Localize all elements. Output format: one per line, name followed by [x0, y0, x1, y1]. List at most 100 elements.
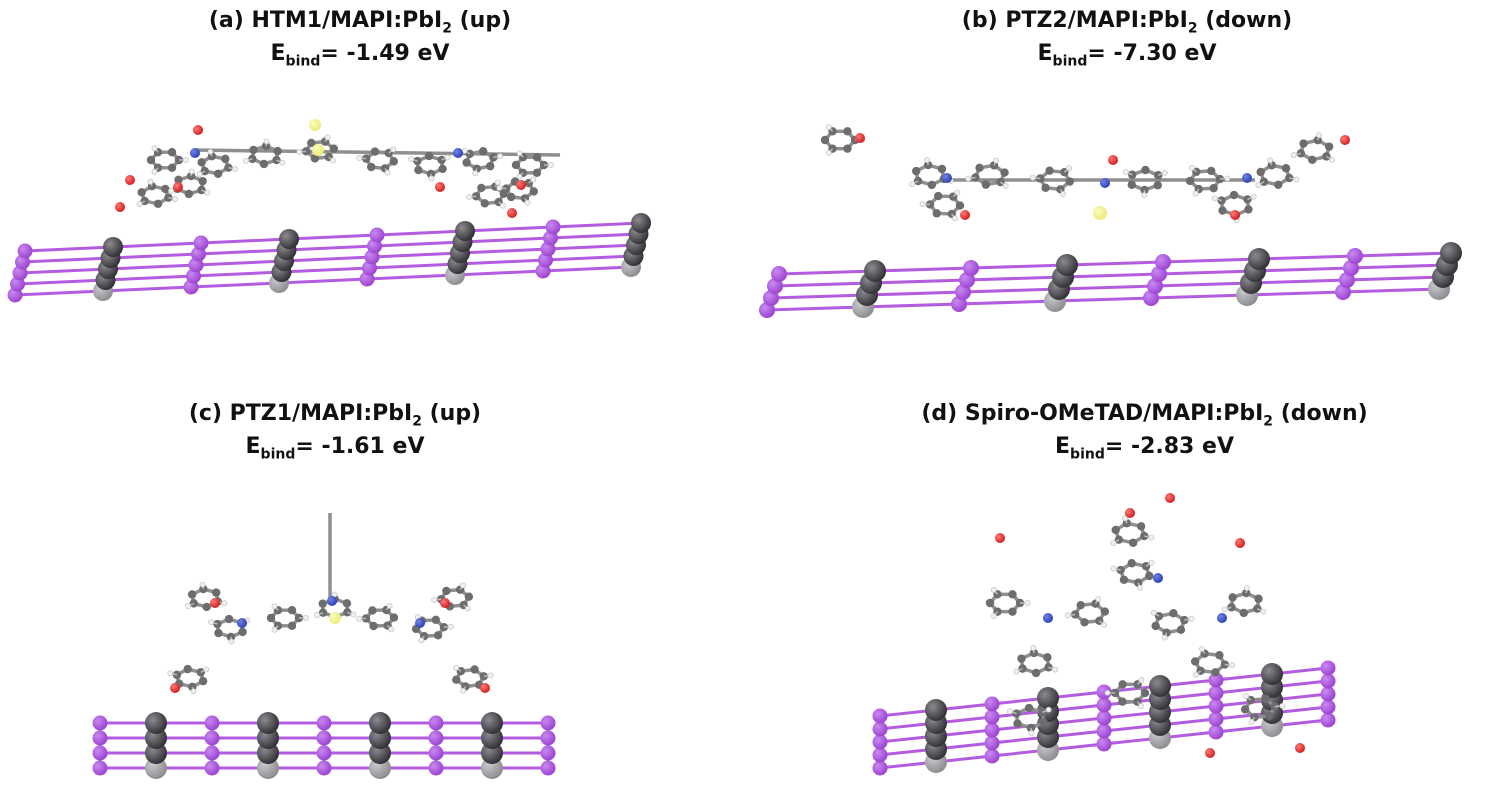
sulfur-atom	[329, 612, 341, 624]
lattice-bond	[962, 287, 1060, 294]
lattice-bond	[107, 263, 197, 271]
lattice-bond	[1154, 281, 1252, 288]
carbon-atom	[167, 148, 177, 157]
iodine-atom	[872, 721, 888, 737]
carbon-atom	[1228, 593, 1237, 602]
carbon-atom	[1127, 559, 1136, 568]
hydrogen-atom	[136, 201, 143, 208]
carbon-atom	[1265, 711, 1274, 721]
hydrogen-atom	[168, 187, 174, 194]
hydrogen-atom	[185, 603, 192, 609]
panel-a-structure	[7, 119, 651, 303]
hydrogen-atom	[1161, 634, 1168, 641]
carbon-atom	[1215, 174, 1225, 184]
hydrogen-atom	[1029, 174, 1036, 181]
lattice-bond	[1162, 257, 1260, 264]
hydrogen-atom	[183, 157, 189, 163]
hydrogen-atom	[356, 615, 362, 622]
oxygen-atom	[995, 533, 1005, 543]
hydrogen-atom	[909, 181, 915, 187]
iodine-atom	[92, 715, 108, 731]
carbon-atom	[389, 613, 399, 622]
carbon-atom	[1029, 648, 1039, 658]
iodine-atom	[428, 715, 444, 731]
oxygen-atom	[855, 133, 865, 143]
oxygen-atom	[1165, 493, 1175, 503]
carbon-atom	[307, 138, 316, 148]
hydrogen-atom	[1260, 608, 1267, 615]
hydrogen-atom	[1229, 662, 1236, 669]
carbon-atom	[1043, 653, 1052, 662]
hydrogen-atom	[459, 582, 466, 589]
carbon-atom	[1154, 171, 1163, 180]
lattice-bond	[1150, 293, 1248, 300]
lattice-bond	[17, 278, 106, 286]
carbon-atom	[1240, 705, 1250, 714]
lattice-bond	[1354, 251, 1452, 258]
carbon-atom	[167, 163, 177, 172]
carbon-atom	[212, 588, 221, 597]
hydrogen-atom	[172, 196, 178, 202]
carbon-atom	[981, 180, 991, 189]
carbon-atom	[1041, 183, 1050, 192]
panel-a: (a) HTM1/MAPI:PbI2 (up) Ebind= -1.49 eV	[0, 0, 720, 380]
carbon-atom	[1008, 607, 1017, 616]
iodine-atom	[316, 715, 332, 731]
lattice-bond	[19, 267, 109, 275]
oxygen-atom	[435, 182, 445, 192]
iodine-atom	[540, 730, 556, 746]
lattice-bond	[870, 278, 968, 285]
hydrogen-atom	[228, 638, 235, 645]
panel-b-structure	[759, 124, 1462, 318]
nitrogen-atom	[1217, 613, 1227, 623]
iodine-atom	[1096, 710, 1112, 726]
carbon-atom	[477, 183, 486, 193]
carbon-atom	[414, 165, 423, 175]
carbon-atom	[955, 201, 965, 210]
lattice-bond	[281, 266, 370, 274]
hydrogen-atom	[1290, 152, 1297, 158]
carbon-atom	[1281, 164, 1291, 173]
hydrogen-atom	[1148, 534, 1155, 541]
hydrogen-atom	[1028, 730, 1035, 736]
carbon-atom	[248, 154, 257, 164]
hydrogen-atom	[1006, 708, 1013, 715]
carbon-atom	[198, 676, 208, 686]
carbon-atom	[370, 147, 380, 156]
iodine-atom	[984, 696, 1000, 712]
lattice-bond	[1246, 290, 1344, 297]
hydrogen-atom	[497, 153, 503, 159]
lattice-bond	[454, 269, 544, 277]
carbon-atom	[1008, 590, 1017, 599]
iodine-atom	[1320, 686, 1336, 702]
carbon-atom	[433, 631, 443, 640]
hydrogen-atom	[271, 603, 278, 610]
carbon-atom	[923, 160, 933, 170]
hydrogen-atom	[271, 626, 278, 633]
hydrogen-atom	[263, 138, 270, 145]
lattice-bond	[464, 225, 554, 233]
hydrogen-atom	[204, 189, 211, 196]
carbon-atom	[184, 189, 194, 199]
carbon-atom	[820, 135, 830, 145]
carbon-atom	[1076, 600, 1085, 610]
oxygen-atom	[440, 598, 450, 608]
carbon-atom	[1215, 651, 1224, 660]
lattice-bond	[778, 269, 876, 276]
oxygen-atom	[1125, 508, 1135, 518]
carbon-atom	[1018, 664, 1027, 673]
hydrogen-atom	[203, 666, 210, 673]
carbon-atom	[1270, 702, 1280, 711]
carbon-atom	[1256, 167, 1265, 177]
lattice-bond	[1062, 272, 1160, 279]
hydrogen-atom	[1243, 693, 1250, 700]
nitrogen-atom	[1043, 613, 1053, 623]
carbon-atom	[342, 599, 352, 608]
lattice-bond	[22, 256, 111, 264]
lattice-bond	[966, 275, 1064, 282]
hydrogen-atom	[388, 626, 395, 633]
carbon-atom	[1118, 680, 1127, 689]
lattice-bond	[958, 299, 1056, 306]
lattice-bond	[462, 236, 551, 244]
hydrogen-atom	[303, 615, 309, 621]
